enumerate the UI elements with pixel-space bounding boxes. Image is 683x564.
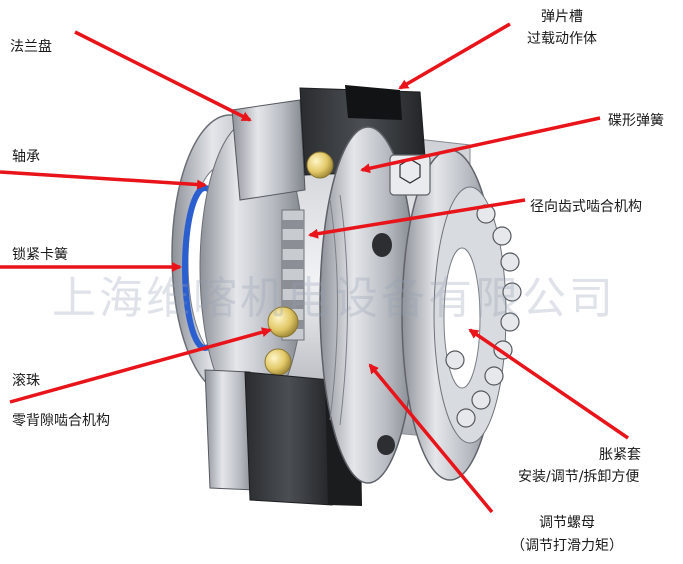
callout-arrows — [0, 22, 629, 514]
arrow-spring-slot — [398, 22, 511, 90]
label-spring-slot-line2: 过载动作体 — [527, 31, 597, 47]
arrow-bearing — [0, 170, 207, 190]
arrow-flange — [74, 30, 252, 122]
label-nut-line2: （调节打滑力矩） — [511, 538, 623, 554]
label-flange: 法兰盘 — [10, 39, 52, 55]
label-spring-slot-line1: 弹片槽 — [541, 9, 583, 25]
label-zero-backlash: 零背隙啮合机构 — [12, 413, 110, 429]
label-bushing-line1: 胀紧套 — [599, 447, 641, 463]
label-lock-spring: 锁紧卡簧 — [12, 247, 68, 263]
balls — [264, 151, 334, 376]
arrow-ball — [9, 327, 272, 404]
arrow-bushing — [468, 328, 629, 440]
label-bushing-line2: 安装/调节/拆卸方便 — [518, 469, 640, 485]
label-disc-spring: 碟形弹簧 — [608, 113, 664, 129]
arrow-radial-tooth — [308, 198, 526, 239]
arrow-disc-spring — [360, 116, 601, 174]
arrow-nut — [368, 363, 494, 514]
label-ball: 滚珠 — [12, 373, 40, 389]
watermark-text: 上海维喀机电设备有限公司 — [52, 273, 616, 324]
label-bearing: 轴承 — [12, 149, 40, 165]
clamping-bushing — [401, 149, 522, 481]
label-nut-line1: 调节螺母 — [539, 515, 595, 531]
label-radial-tooth: 径向齿式啮合机构 — [530, 199, 642, 215]
